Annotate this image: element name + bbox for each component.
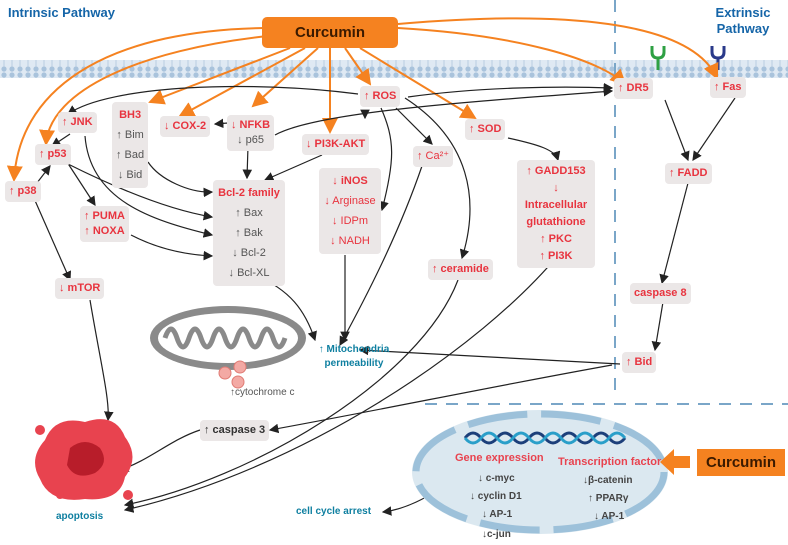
bh3-title: BH3 — [119, 109, 142, 121]
bcl2-item: ↑ Bak — [235, 227, 263, 239]
mitochondria-icon — [150, 306, 306, 370]
dr5-receptor-icon — [650, 46, 666, 70]
pathway-arrows — [29, 82, 736, 516]
bh3-item: ↓ Bid — [117, 169, 143, 181]
inos-item: ↓ Arginase — [324, 195, 376, 207]
gadd-item: ↓ Intracellular glutathione — [524, 182, 588, 228]
nucleus-icon — [412, 410, 668, 534]
bh3-item: ↑ Bim — [116, 129, 144, 141]
transcription-factor-label: Transcription factor — [558, 456, 662, 468]
node-ceramide: ↑ ceramide — [428, 259, 493, 280]
cell-cycle-arrest-label: cell cycle arrest — [296, 506, 372, 517]
curcumin-top-box: Curcumin — [262, 17, 398, 48]
curcumin-nucleus-arrow-icon — [660, 449, 690, 475]
node-inos: ↓ iNOS ↓ Arginase ↓ IDPm ↓ NADH — [319, 168, 381, 254]
gene-item: ↓ cyclin D1 — [470, 491, 522, 502]
dna-helix-icon — [463, 431, 627, 445]
noxa-label: ↑ NOXA — [84, 225, 125, 237]
gene-item: ↓ AP-1 — [482, 509, 513, 520]
node-mtor: ↓ mTOR — [55, 278, 105, 299]
extrinsic-pathway-title: Extrinsic Pathway — [715, 5, 771, 36]
factor-item: ↑ PPARγ — [588, 493, 629, 504]
gadd-item: ↑ PKC — [540, 233, 572, 245]
bcl2-title: Bcl-2 family — [218, 187, 280, 199]
node-p53: ↑ p53 — [35, 144, 71, 165]
cytochrome-c-icon — [218, 360, 247, 389]
cytochrome-c-label: ↑cytochrome c — [230, 387, 295, 398]
node-bid: ↑ Bid — [622, 352, 657, 373]
bcl2-item: ↓ Bcl-2 — [232, 247, 266, 259]
factor-item: ↓β-catenin — [583, 475, 633, 486]
factor-item: ↓ AP-1 — [594, 511, 625, 522]
apoptosis-label: apoptosis — [56, 511, 104, 522]
nfkb-title: ↓ NFKB — [231, 119, 271, 131]
bcl2-item: ↑ Bax — [235, 207, 263, 219]
node-calcium: ↑ Ca²⁺ — [413, 146, 454, 167]
node-nfkb: ↓ NFKB ↓ p65 — [227, 115, 275, 151]
node-sod: ↑ SOD — [465, 119, 506, 140]
bh3-item: ↑ Bad — [116, 149, 145, 161]
node-p38: ↑ p38 — [5, 181, 41, 202]
gadd-item: ↑ PI3K — [539, 250, 573, 262]
curcumin-arrows — [6, 17, 719, 182]
node-puma-noxa: ↑ PUMA ↑ NOXA — [80, 206, 129, 242]
inos-item: ↓ IDPm — [331, 215, 369, 227]
puma-label: ↑ PUMA — [84, 210, 125, 222]
gadd-item: ↑ GADD153 — [526, 165, 586, 177]
curcumin-nucleus-box: Curcumin — [697, 449, 785, 476]
inos-item: ↓ iNOS — [332, 175, 368, 187]
node-dr5: ↑ DR5 — [614, 78, 653, 99]
mitochondria-permeability-label: ↑ Mitochondria permeability — [318, 344, 390, 369]
node-fadd: ↑ FADD — [665, 163, 712, 184]
gene-expression-label: Gene expression — [455, 452, 544, 464]
node-bh3: BH3 ↑ Bim ↑ Bad ↓ Bid — [112, 102, 149, 188]
node-fas: ↑ Fas — [710, 77, 746, 98]
apoptotic-cell-icon — [35, 419, 133, 500]
gene-item: ↓ c-myc — [478, 473, 515, 484]
node-caspase3: ↑ caspase 3 — [200, 420, 270, 441]
node-jnk: ↑ JNK — [58, 112, 97, 133]
intrinsic-pathway-title: Intrinsic Pathway — [8, 5, 115, 20]
bcl2-item: ↓ Bcl-XL — [228, 267, 270, 279]
gene-item: ↓c-jun — [482, 529, 511, 540]
p65-label: ↓ p65 — [237, 134, 265, 146]
node-pi3k-akt: ↓ PI3K-AKT — [302, 134, 370, 155]
node-cox2: ↓ COX-2 — [160, 116, 211, 137]
inos-item: ↓ NADH — [330, 235, 370, 247]
node-caspase8: caspase 8 — [630, 283, 691, 304]
node-gadd153: ↑ GADD153 ↓ Intracellular glutathione ↑ … — [517, 160, 595, 268]
node-bcl2-family: Bcl-2 family ↑ Bax ↑ Bak ↓ Bcl-2 ↓ Bcl-X… — [213, 180, 285, 286]
node-ros: ↑ ROS — [360, 86, 401, 107]
